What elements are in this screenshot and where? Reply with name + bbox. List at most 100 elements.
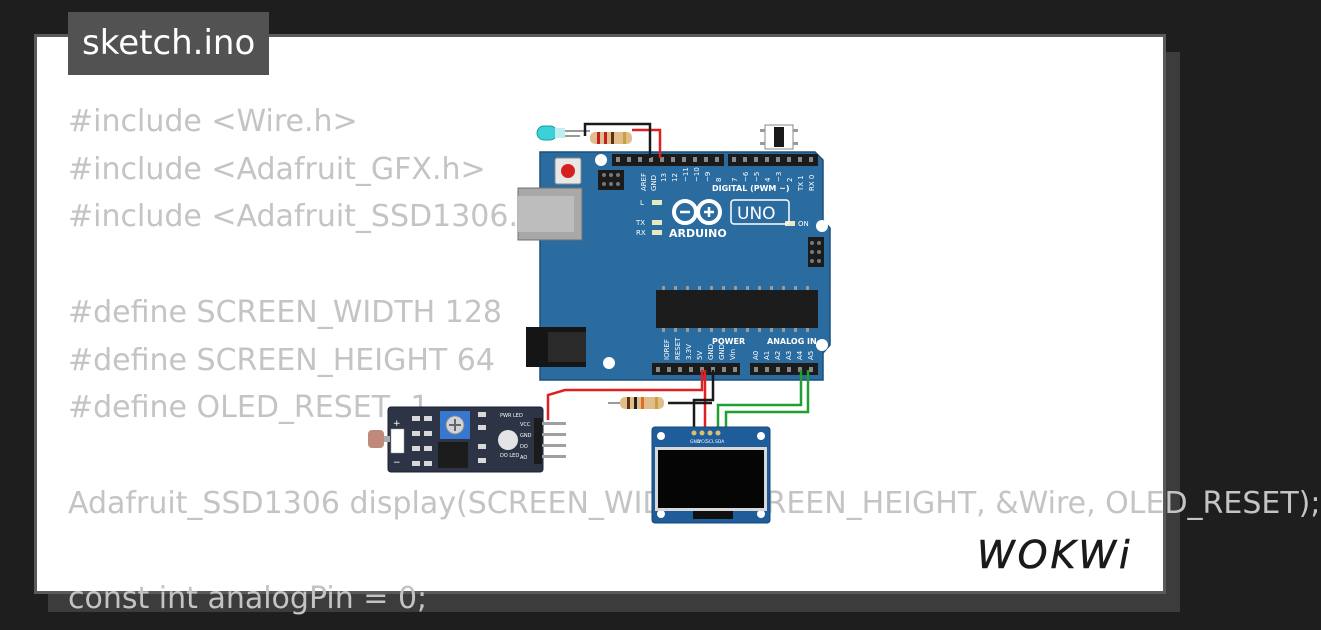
icsp-header-right — [808, 237, 824, 267]
digital-pin-label: ~6 — [742, 171, 750, 182]
led-l — [652, 200, 662, 205]
mounting-hole — [595, 154, 607, 166]
arduino-logo — [672, 199, 722, 225]
push-button[interactable] — [760, 124, 798, 150]
brand-label: ARDUINO — [669, 227, 727, 240]
mounting-hole — [657, 510, 665, 518]
code-listing: #include <Wire.h> #include <Adafruit_GFX… — [68, 98, 1321, 623]
circuit-diagram: AREF GND 13 12 ~11 ~10 ~9 8 7 ~6 ~5 4 ~3… — [368, 122, 831, 524]
power-pin-label: Vin — [729, 349, 737, 360]
digital-header-label: DIGITAL (PWM ~) — [712, 184, 790, 193]
resistor-led[interactable] — [590, 132, 632, 144]
code-line: #define OLED_RESET -1 — [68, 390, 430, 426]
mounting-hole — [603, 357, 615, 369]
mounting-hole — [816, 339, 828, 351]
analog-pin-label: A1 — [763, 351, 771, 360]
analog-pin-label: A0 — [752, 351, 760, 360]
power-jack-inner — [548, 332, 586, 362]
digital-pin-label: RX 0 — [808, 175, 816, 191]
bottom-header-pins — [656, 367, 813, 372]
led-on — [785, 221, 795, 226]
oled-pin-label: SDA — [715, 439, 725, 445]
digital-pin-label: TX 1 — [797, 175, 805, 192]
digital-pin-label: ~5 — [753, 172, 761, 182]
digital-header-pins — [616, 157, 813, 162]
oled-pin-label: SCL — [706, 439, 715, 445]
digital-pin-label: ~9 — [704, 172, 712, 182]
digital-pin-label: 8 — [715, 178, 723, 182]
power-pin-label: 5V — [696, 351, 704, 360]
power-pin-label: GND — [707, 344, 715, 360]
power-pin-label: RESET — [674, 337, 682, 360]
resistor-sensor[interactable] — [608, 397, 664, 409]
on-label: ON — [798, 220, 809, 228]
led-rx — [652, 230, 662, 235]
led-tx — [652, 220, 662, 225]
code-line: #include <Wire.h> — [68, 104, 358, 139]
wire-green — [724, 370, 810, 430]
oled-pin-label: GND — [690, 439, 701, 445]
chip-pins — [662, 286, 809, 332]
analog-pin-label: A3 — [785, 351, 793, 360]
photoresistor — [368, 430, 384, 448]
wokwi-logo: WOKWi — [977, 533, 1133, 578]
oled-display[interactable]: GND VCC SCL SDA — [651, 426, 771, 524]
model-badge — [730, 199, 790, 225]
model-label: UNO — [737, 204, 776, 224]
analog-pin-label: A2 — [774, 351, 782, 360]
sensor-plus-label: + — [393, 419, 401, 429]
atmega-chip — [656, 290, 818, 328]
pwr-led-label: PWR LED — [500, 413, 523, 419]
usb-connector-inner — [518, 196, 574, 232]
sensor-pin-label: GND — [520, 433, 532, 439]
sensor-pin-label: DO — [520, 444, 528, 450]
code-line: const int analogPin = 0; — [68, 581, 428, 617]
smd-parts — [412, 412, 486, 466]
oled-ribbon — [693, 511, 733, 519]
sensor-pins — [542, 422, 566, 458]
mounting-hole — [757, 510, 765, 518]
sensor-pin-label: VCC — [520, 422, 531, 428]
mounting-hole — [816, 220, 828, 232]
digital-pin-label: AREF — [640, 173, 648, 191]
digital-pin-label: 13 — [660, 173, 668, 182]
digital-pin-label: ~11 — [682, 167, 690, 182]
oled-pin-label: VCC — [698, 439, 707, 445]
digital-pin-label: ~10 — [693, 167, 701, 182]
wire-green — [716, 370, 803, 430]
wire-black — [583, 122, 652, 158]
power-header — [652, 363, 740, 375]
comparator-chip — [438, 442, 468, 468]
led-l-label: L — [640, 199, 644, 207]
digital-pin-label: GND — [650, 175, 658, 191]
code-line: #include <Adafruit_GFX.h> — [68, 151, 486, 187]
power-pin-label: GND — [718, 344, 726, 360]
oled-screen — [658, 450, 764, 508]
analog-pin-label: A5 — [807, 351, 815, 360]
arduino-uno-board[interactable]: AREF GND 13 12 ~11 ~10 ~9 8 7 ~6 ~5 4 ~3… — [517, 151, 831, 381]
reset-button-cap[interactable] — [561, 164, 575, 178]
wire-red — [632, 128, 662, 158]
light-sensor-module[interactable]: + − PWR LED DO LED VCC GND DO AO — [368, 406, 566, 473]
digital-pin-label: 2 — [786, 178, 794, 182]
sensor-led — [498, 430, 518, 450]
wire-red — [546, 370, 704, 420]
digital-pin-label: ~3 — [775, 172, 783, 182]
wire-black — [692, 370, 715, 430]
sensor-minus-label: − — [393, 458, 401, 468]
wokwi-logo-text: WOKWi — [977, 533, 1133, 577]
power-pin-label: IOREF — [663, 339, 671, 360]
code-line: #define SCREEN_WIDTH 128 — [68, 294, 503, 330]
mounting-hole — [657, 432, 665, 440]
wires — [546, 122, 810, 432]
power-pin-label: 3.3V — [685, 344, 693, 360]
analog-pin-label: A4 — [796, 350, 804, 360]
digital-pin-label: 12 — [671, 173, 679, 182]
led-rx-label: RX — [636, 229, 646, 237]
mounting-hole — [757, 432, 765, 440]
do-led-label: DO LED — [500, 453, 519, 459]
sensor-pin-label: AO — [520, 455, 527, 461]
analog-header-label: ANALOG IN — [767, 337, 817, 346]
led-tx-label: TX — [635, 219, 645, 227]
led-component[interactable] — [536, 125, 590, 141]
